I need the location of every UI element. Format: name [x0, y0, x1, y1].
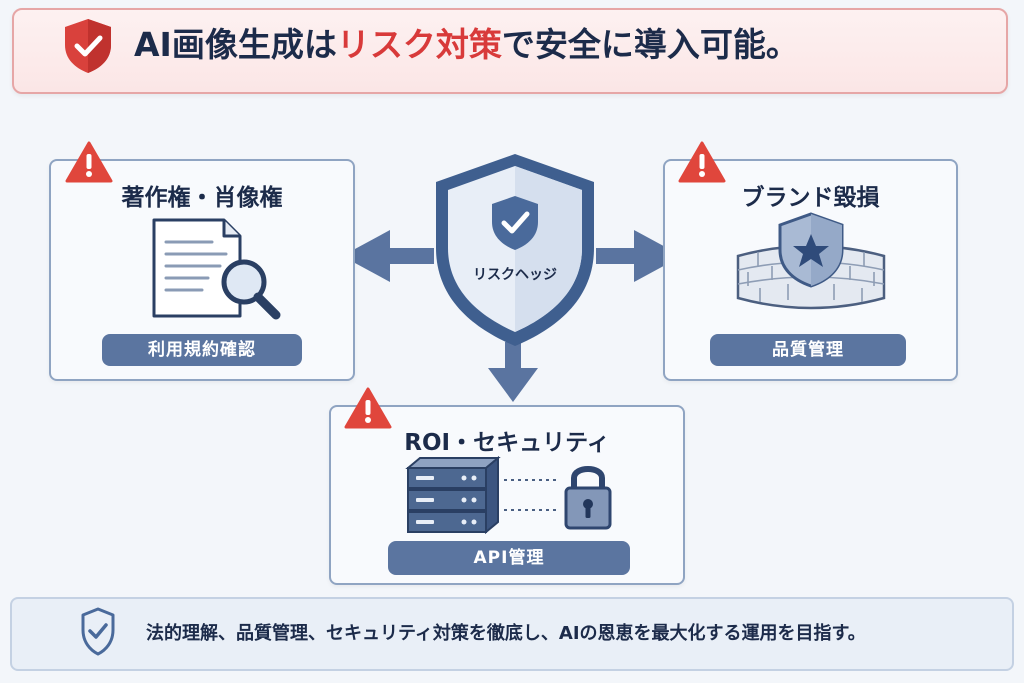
page-title: AI画像生成はリスク対策で安全に導入可能。: [134, 25, 799, 64]
tag-quality-control: 品質管理: [710, 334, 906, 366]
shield-check-outline-icon: [81, 607, 115, 656]
tag-terms-check: 利用規約確認: [102, 334, 302, 366]
warning-icon: [678, 141, 726, 183]
padlock-icon: [564, 466, 612, 530]
server-icon: [405, 456, 501, 534]
shield-label: リスクヘッジ: [473, 267, 557, 283]
connection-dotted-lines: [504, 479, 558, 511]
card-title-copyright: 著作権・肖像権: [121, 185, 283, 211]
document-magnifier-icon: [152, 218, 281, 320]
header-banner: [12, 8, 1008, 94]
shield-check-icon: [65, 19, 111, 73]
shield-check-icon: [492, 196, 538, 250]
arrow-left: [342, 230, 434, 282]
shield-star-wall-icon: [736, 212, 886, 310]
arrow-down: [488, 342, 538, 402]
footer-banner: [10, 597, 1014, 671]
card-title-brand: ブランド毀損: [741, 185, 880, 211]
tag-api-management: API管理: [388, 541, 630, 575]
footer-message: 法的理解、品質管理、セキュリティ対策を徹底し、AIの恩恵を最大化する運用を目指す…: [146, 623, 866, 644]
warning-icon: [65, 141, 113, 183]
card-title-security: ROI・セキュリティ: [404, 430, 610, 456]
arrow-right: [596, 230, 682, 282]
risk-hedge-shield: [436, 154, 594, 346]
warning-icon: [344, 387, 392, 429]
